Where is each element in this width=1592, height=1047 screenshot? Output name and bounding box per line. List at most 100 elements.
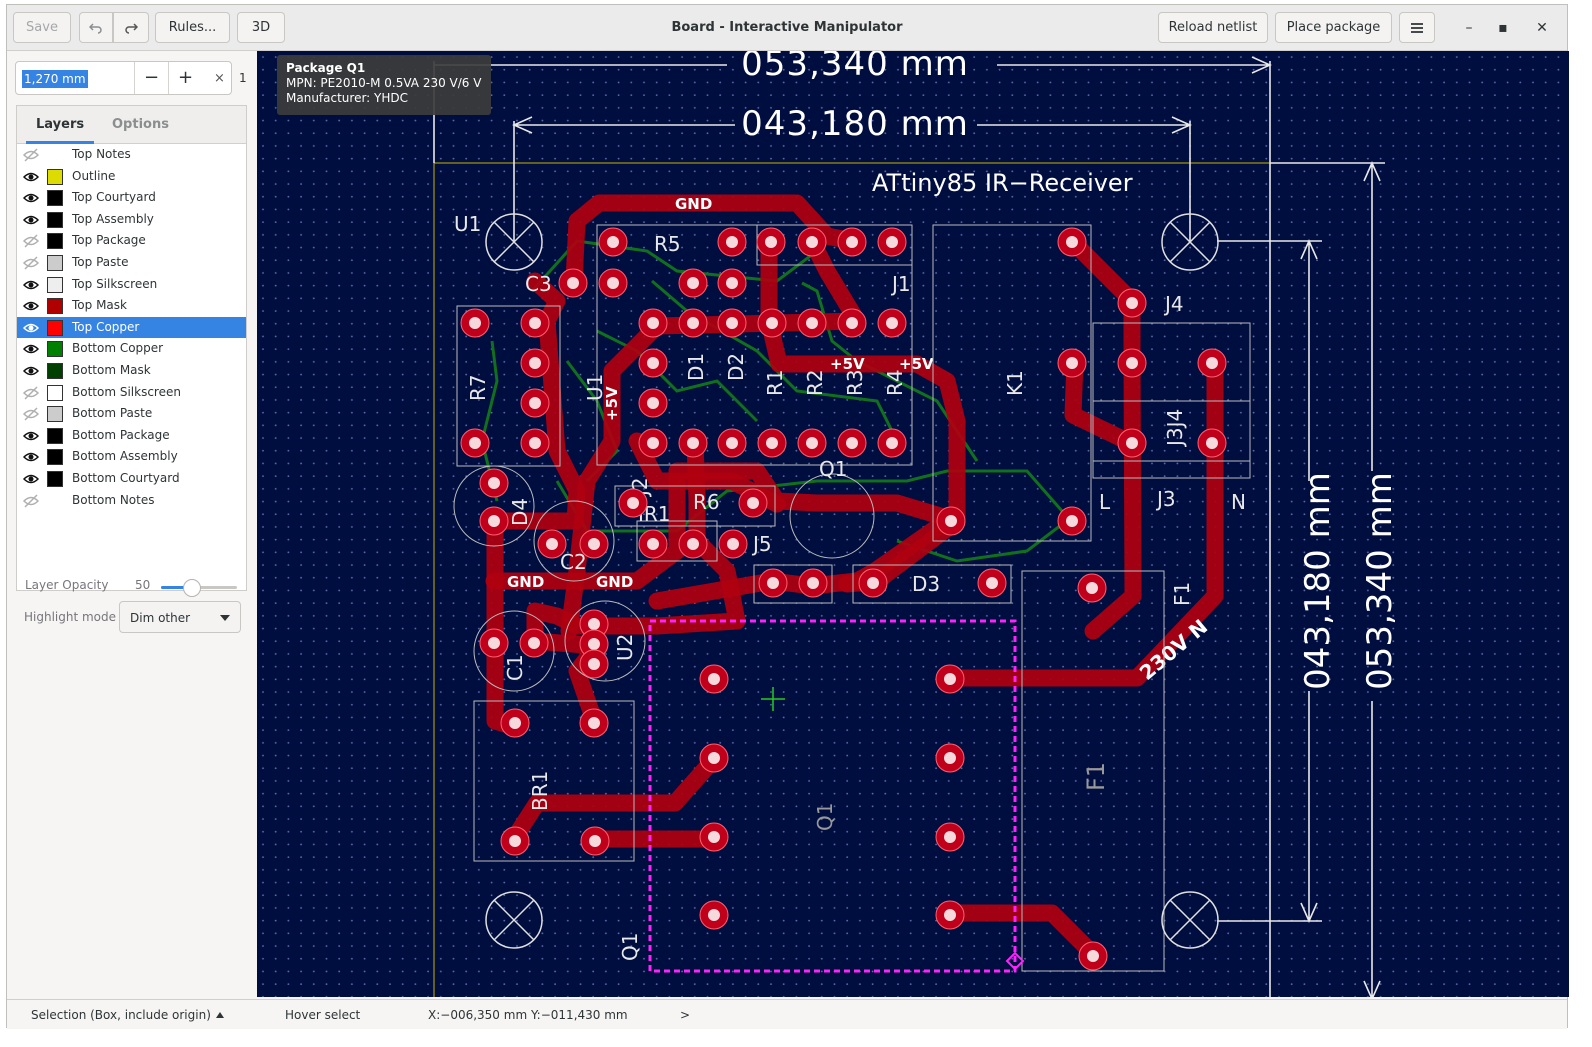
eye-icon[interactable] bbox=[23, 472, 39, 486]
layer-row[interactable]: Bottom Mask bbox=[17, 360, 246, 382]
layer-color-swatch[interactable] bbox=[47, 384, 63, 401]
layer-row[interactable]: Top Notes bbox=[17, 144, 246, 166]
layer-row[interactable]: Top Paste bbox=[17, 252, 246, 274]
pad-drill bbox=[488, 637, 500, 649]
grid-spacing-value[interactable]: 1,270 mm bbox=[22, 70, 88, 88]
layer-color-swatch[interactable] bbox=[47, 341, 63, 358]
ref-q1-bottom: Q1 bbox=[618, 933, 642, 961]
hover-select-toggle[interactable]: Hover select bbox=[285, 1008, 361, 1022]
selection-mode-button[interactable]: Selection (Box, include origin) bbox=[31, 1008, 211, 1022]
eye-hidden-icon[interactable] bbox=[23, 234, 39, 248]
layer-name: Bottom Courtyard bbox=[72, 470, 180, 485]
eye-hidden-icon[interactable] bbox=[23, 407, 39, 421]
pad-drill bbox=[607, 277, 619, 289]
eye-icon[interactable] bbox=[23, 213, 39, 227]
net-label-5v-a: +5V bbox=[830, 355, 865, 373]
highlight-mode-dropdown[interactable]: Dim other bbox=[119, 601, 241, 633]
layer-color-swatch[interactable] bbox=[47, 470, 63, 487]
pad-drill bbox=[886, 317, 898, 329]
ref-r1: R1 bbox=[763, 369, 787, 396]
eye-icon[interactable] bbox=[23, 450, 39, 464]
pad-drill bbox=[588, 717, 600, 729]
eye-icon[interactable] bbox=[23, 299, 39, 313]
layer-row[interactable]: Bottom Copper bbox=[17, 338, 246, 360]
layer-row[interactable]: Top Mask bbox=[17, 295, 246, 317]
pad-drill bbox=[945, 515, 957, 527]
layer-color-swatch[interactable] bbox=[47, 147, 63, 163]
layer-opacity-handle[interactable] bbox=[183, 579, 201, 597]
app-window: Save Rules... 3D Board - Interactive Man… bbox=[6, 4, 1569, 1029]
layer-color-swatch[interactable] bbox=[47, 298, 63, 315]
ref-r4: R4 bbox=[883, 369, 907, 396]
save-button[interactable]: Save bbox=[13, 12, 71, 43]
layer-color-swatch[interactable] bbox=[47, 233, 63, 250]
reload-netlist-button[interactable]: Reload netlist bbox=[1158, 12, 1268, 43]
ref-d1: D1 bbox=[684, 353, 708, 381]
label-l: L bbox=[1099, 490, 1111, 514]
eye-icon[interactable] bbox=[23, 170, 39, 184]
eye-icon[interactable] bbox=[23, 191, 39, 205]
status-more-button[interactable]: > bbox=[680, 1008, 691, 1022]
pad-drill bbox=[1066, 357, 1078, 369]
layer-row[interactable]: Top Silkscreen bbox=[17, 274, 246, 296]
pad-drill bbox=[647, 538, 659, 550]
maximize-button[interactable]: ▪ bbox=[1498, 20, 1508, 36]
grid-multiplier-value[interactable]: 1 bbox=[239, 71, 247, 85]
grid-increase-button[interactable]: + bbox=[168, 62, 202, 94]
layer-color-swatch[interactable] bbox=[47, 427, 63, 444]
rules-button[interactable]: Rules... bbox=[155, 12, 230, 43]
layer-row[interactable]: Bottom Assembly bbox=[17, 446, 246, 468]
chevron-down-icon bbox=[220, 615, 230, 621]
layer-opacity-slider[interactable] bbox=[161, 579, 237, 597]
layer-name: Bottom Mask bbox=[72, 362, 151, 377]
layer-row[interactable]: Bottom Silkscreen bbox=[17, 382, 246, 404]
layer-row[interactable]: Bottom Paste bbox=[17, 403, 246, 425]
minimize-button[interactable]: – bbox=[1465, 20, 1473, 36]
layer-color-swatch[interactable] bbox=[47, 362, 63, 379]
board-canvas[interactable]: 053,340 mm 043,180 mm 043,180 mm 053,340… bbox=[257, 51, 1569, 997]
layer-row[interactable]: Top Package bbox=[17, 230, 246, 252]
eye-icon[interactable] bbox=[23, 342, 39, 356]
layer-row[interactable]: Bottom Courtyard bbox=[17, 468, 246, 490]
layer-row[interactable]: Top Courtyard bbox=[17, 187, 246, 209]
main-menu-button[interactable] bbox=[1399, 12, 1435, 43]
pcb-view[interactable]: 053,340 mm 043,180 mm 043,180 mm 053,340… bbox=[257, 51, 1569, 997]
eye-hidden-icon[interactable] bbox=[23, 386, 39, 400]
eye-hidden-icon[interactable] bbox=[23, 493, 39, 508]
layer-color-swatch[interactable] bbox=[47, 406, 63, 423]
layer-row[interactable]: Bottom Package bbox=[17, 425, 246, 447]
layer-row[interactable]: Top Copper bbox=[17, 316, 246, 339]
layer-row[interactable]: Bottom Notes bbox=[17, 490, 246, 512]
close-button[interactable]: ✕ bbox=[1536, 20, 1548, 36]
3d-view-button[interactable]: 3D bbox=[237, 12, 285, 43]
eye-hidden-icon[interactable] bbox=[23, 256, 39, 270]
layer-color-swatch[interactable] bbox=[47, 276, 63, 293]
tab-options[interactable]: Options bbox=[112, 117, 169, 132]
layer-color-swatch[interactable] bbox=[47, 493, 63, 509]
layer-color-swatch[interactable] bbox=[47, 190, 63, 207]
package-origin-marker[interactable] bbox=[1005, 951, 1025, 971]
layer-color-swatch[interactable] bbox=[47, 449, 63, 466]
tab-layers[interactable]: Layers bbox=[25, 106, 95, 144]
layer-color-swatch[interactable] bbox=[47, 254, 63, 271]
layer-color-swatch[interactable] bbox=[47, 168, 63, 185]
pad-drill bbox=[867, 577, 879, 589]
cursor-crosshair bbox=[761, 687, 785, 711]
eye-icon[interactable] bbox=[23, 364, 39, 378]
undo-button[interactable] bbox=[79, 12, 113, 43]
redo-button[interactable] bbox=[113, 12, 149, 43]
eye-icon[interactable] bbox=[23, 278, 39, 292]
pad-drill bbox=[588, 538, 600, 550]
layer-row[interactable]: Top Assembly bbox=[17, 209, 246, 231]
layer-color-swatch[interactable] bbox=[47, 319, 63, 336]
eye-icon[interactable] bbox=[23, 429, 39, 443]
layer-color-swatch[interactable] bbox=[47, 211, 63, 228]
grid-decrease-button[interactable]: − bbox=[134, 62, 168, 94]
grid-spacing-spinbutton[interactable]: 1,270 mm − + bbox=[15, 61, 232, 95]
pad-drill bbox=[1206, 357, 1218, 369]
place-package-button[interactable]: Place package bbox=[1275, 12, 1392, 43]
eye-icon[interactable] bbox=[23, 321, 39, 335]
layer-row[interactable]: Outline bbox=[17, 166, 246, 188]
selected-package-q1-outline[interactable] bbox=[648, 619, 1017, 973]
eye-hidden-icon[interactable] bbox=[23, 148, 39, 162]
